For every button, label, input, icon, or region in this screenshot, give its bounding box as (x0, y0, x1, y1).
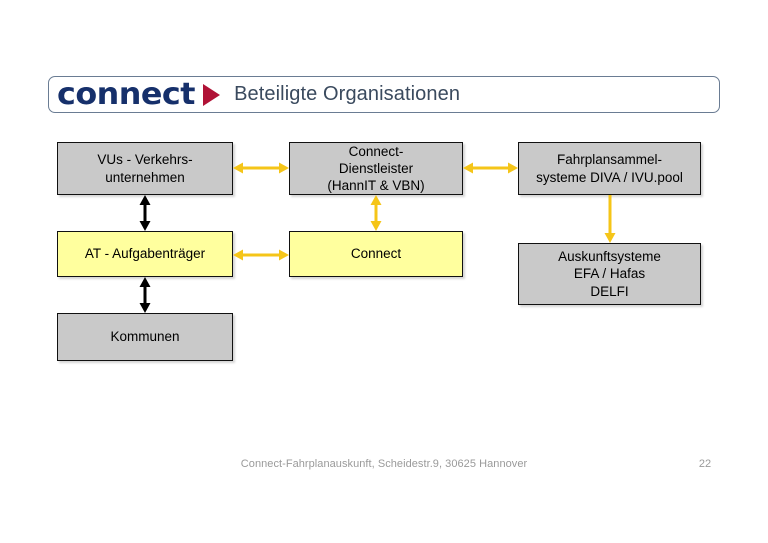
node-label: Auskunftsysteme EFA / Hafas DELFI (552, 248, 667, 300)
diagram-node-vus: VUs - Verkehrs- unternehmen (57, 142, 233, 195)
connector-dienstleister-to-connect (366, 195, 386, 231)
play-triangle-icon (203, 83, 221, 106)
node-line: AT - Aufgabenträger (84, 246, 206, 262)
connector-vus-to-aufgabentraeger (135, 195, 155, 231)
connector-vus-to-dienstleister (233, 158, 289, 178)
node-line: systeme DIVA / IVU.pool (536, 169, 683, 185)
node-label: Kommunen (104, 328, 185, 345)
node-label: AT - Aufgabenträger (79, 245, 211, 262)
connector-aufgabentraeger-to-kommunen (135, 277, 155, 313)
slide-header: connect Beteiligte Organisationen (48, 76, 720, 113)
connector-dienstleister-to-fahrplansammelsysteme (463, 158, 518, 178)
node-line: Auskunftsysteme (558, 249, 661, 265)
node-line: DELFI (590, 283, 629, 299)
connect-logo: connect (57, 76, 195, 112)
node-line: Dienstleister (338, 160, 414, 176)
node-label: Fahrplansammel- systeme DIVA / IVU.pool (530, 151, 689, 186)
node-line: Connect (350, 246, 402, 262)
node-label: VUs - Verkehrs- unternehmen (91, 151, 198, 186)
diagram-node-dienstleister: Connect- Dienstleister (HannIT & VBN) (289, 142, 463, 195)
page-number: 22 (698, 458, 712, 470)
node-line: unternehmen (105, 169, 185, 185)
diagram-node-connect: Connect (289, 231, 463, 277)
diagram-node-fahrplansammelsysteme: Fahrplansammel- systeme DIVA / IVU.pool (518, 142, 701, 195)
node-line: Kommunen (110, 329, 180, 345)
node-line: EFA / Hafas (573, 266, 646, 282)
diagram-node-aufgabentraeger: AT - Aufgabenträger (57, 231, 233, 277)
page-title: Beteiligte Organisationen (234, 83, 461, 105)
node-line: Connect- (348, 143, 404, 159)
diagram-node-kommunen: Kommunen (57, 313, 233, 361)
diagram-node-auskunftsysteme: Auskunftsysteme EFA / Hafas DELFI (518, 243, 701, 305)
node-label: Connect- Dienstleister (HannIT & VBN) (321, 143, 430, 195)
node-label: Connect (345, 245, 407, 262)
node-line: VUs - Verkehrs- (97, 152, 193, 168)
node-line: (HannIT & VBN) (327, 178, 425, 194)
node-line: Fahrplansammel- (556, 152, 663, 168)
connector-aufgabentraeger-to-connect (233, 245, 289, 265)
footer-address: Connect-Fahrplanauskunft, Scheidestr.9, … (240, 458, 528, 470)
connector-fahrplansammelsysteme-to-auskunftsysteme (600, 195, 620, 243)
